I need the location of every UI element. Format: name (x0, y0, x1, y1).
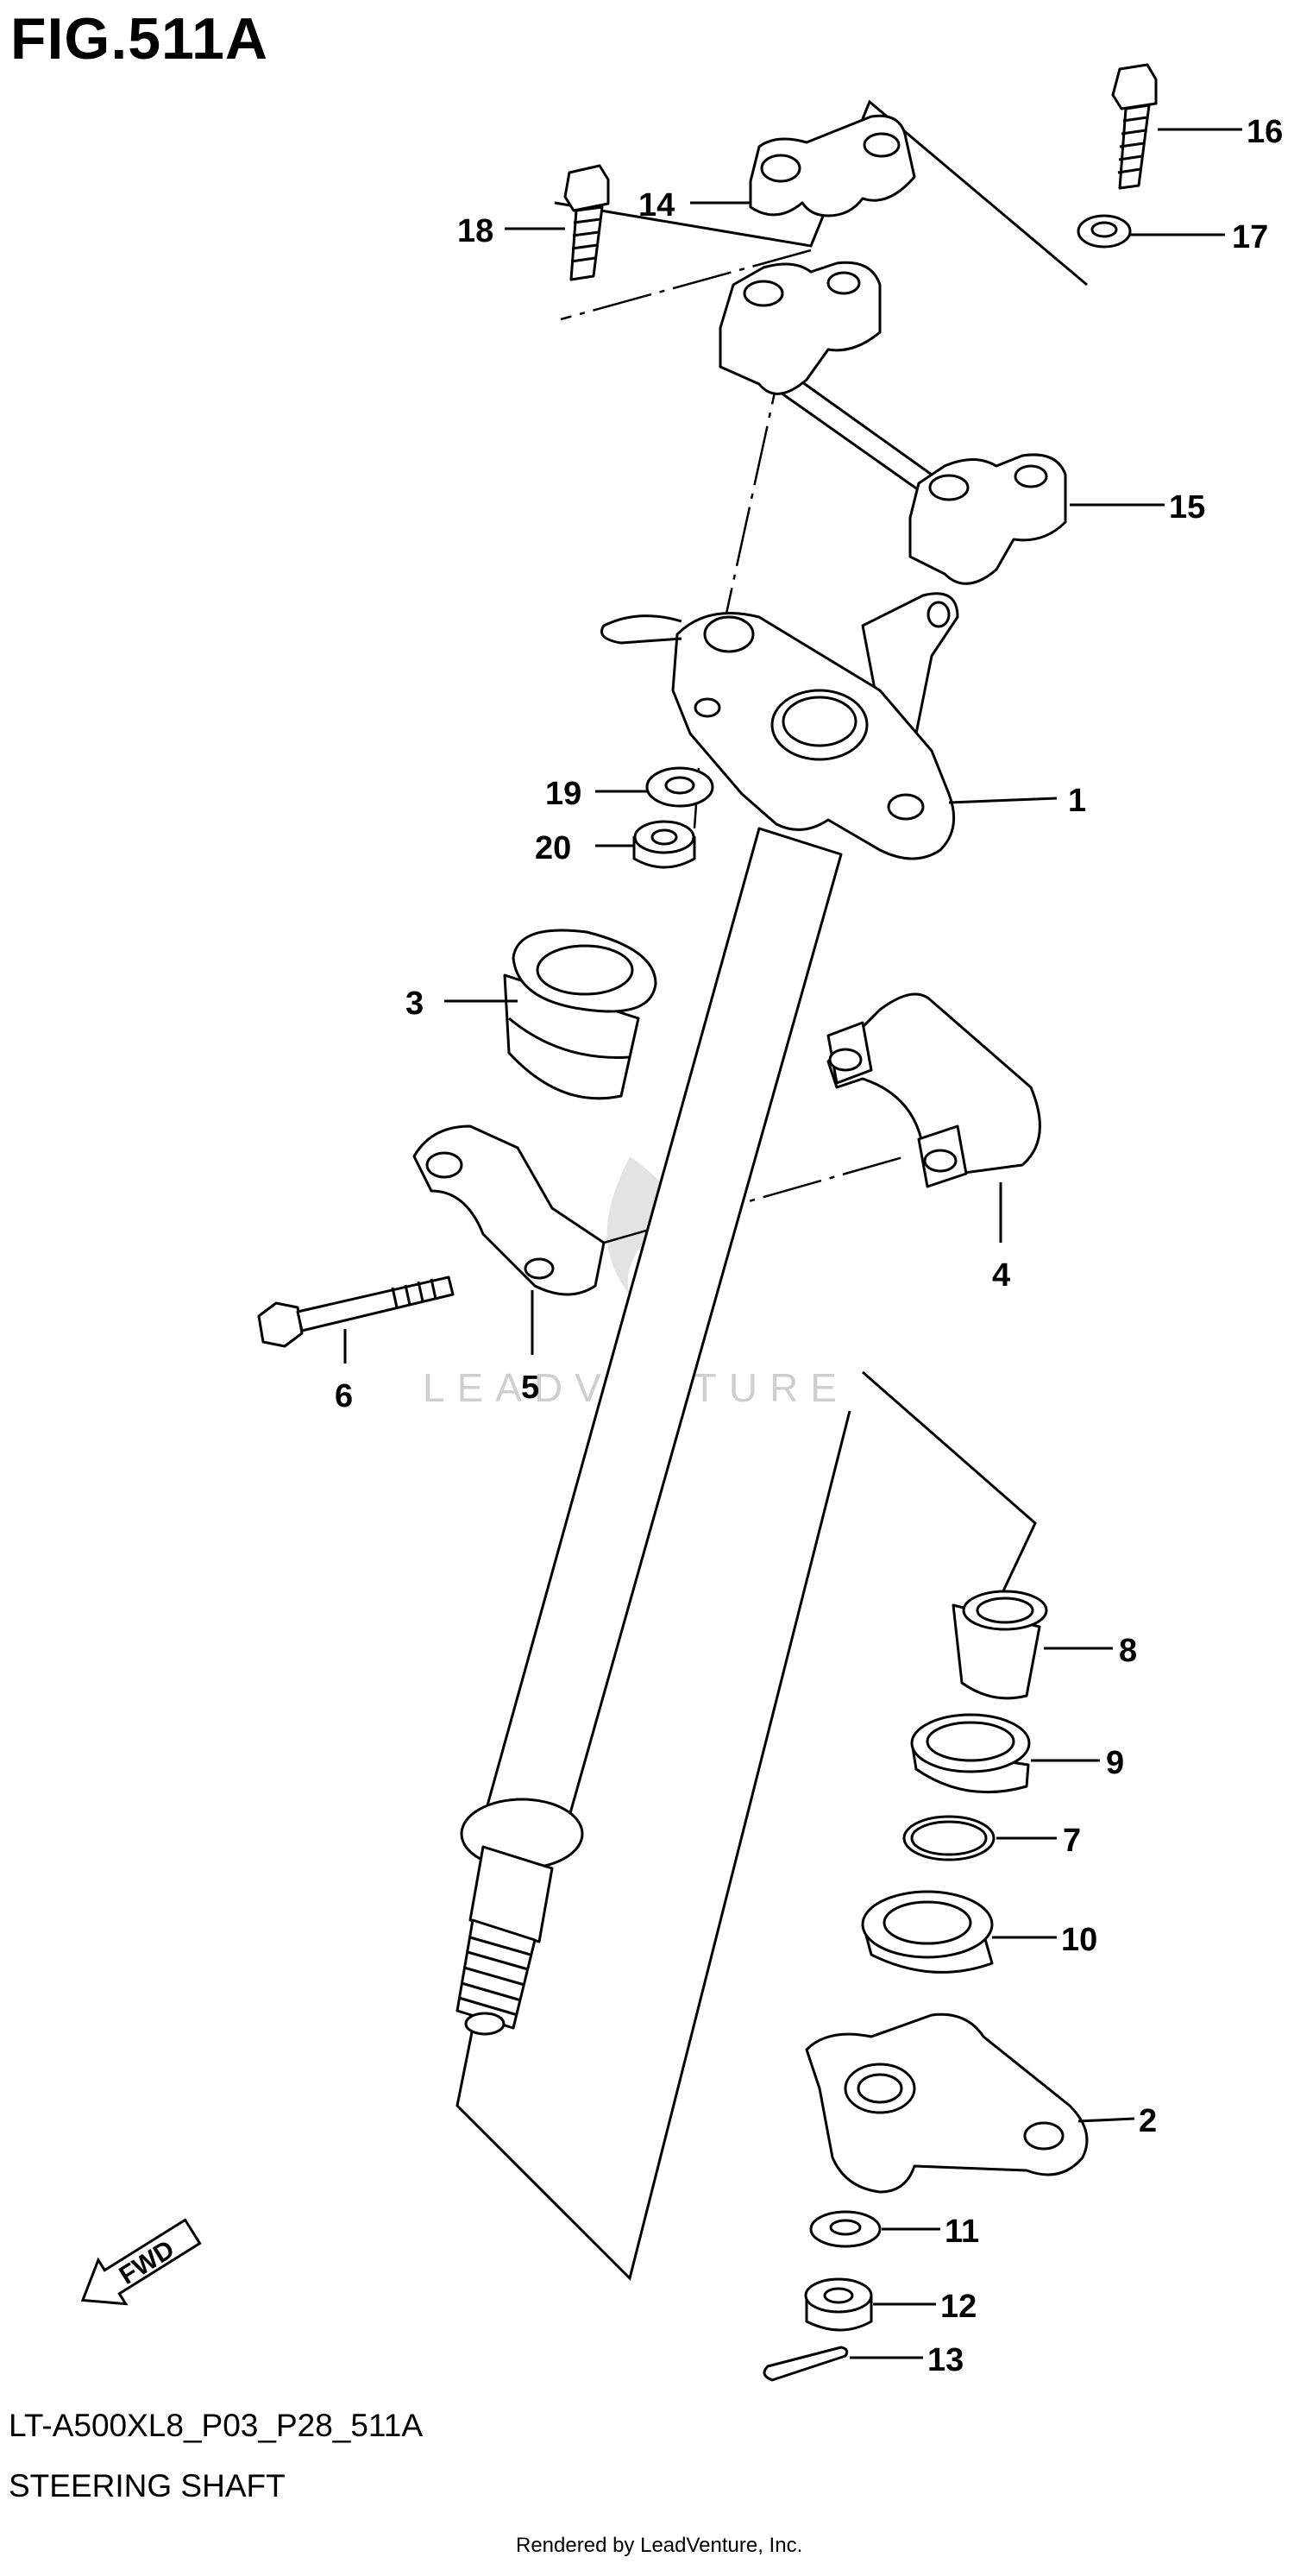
callout-11: 11 (945, 2214, 979, 2250)
callout-19: 19 (545, 776, 581, 812)
callout-1: 1 (1068, 783, 1086, 819)
callout-3: 3 (405, 986, 424, 1022)
holder-bolt (257, 1275, 455, 1348)
figure-name: STEERING SHAFT (9, 2468, 286, 2504)
cotter-pin (763, 2346, 849, 2382)
callout-13: 13 (927, 2342, 964, 2378)
callout-7: 7 (1063, 1823, 1081, 1859)
callout-20: 20 (535, 830, 571, 866)
washer-holder (645, 766, 714, 808)
callout-18: 18 (457, 213, 493, 249)
callout-15: 15 (1169, 489, 1205, 526)
clamp-bolt-front (563, 164, 610, 281)
callout-6: 6 (335, 1378, 353, 1414)
nut-lower (804, 2277, 873, 2332)
leader-lines (343, 128, 1242, 2359)
handlebar-upper-clamp (749, 114, 916, 217)
figure-title: FIG.511A (10, 6, 269, 72)
assembly-guide-lines (455, 99, 1088, 2281)
oil-seal (910, 1713, 1031, 1794)
o-ring (902, 1815, 996, 1861)
callout-4: 4 (992, 1257, 1010, 1294)
steering-shaft-holder (600, 592, 959, 860)
steering-shaft (455, 827, 843, 2036)
steering-shaft-lower-arm (805, 2012, 1089, 2194)
figure-code: LT-A500XL8_P03_P28_511A (9, 2408, 424, 2443)
steering-shaft-holder-lower (826, 992, 1041, 1188)
callout-16: 16 (1247, 114, 1283, 150)
clamp-bolt-top (1111, 63, 1158, 190)
callout-14: 14 (638, 187, 675, 224)
callout-17: 17 (1232, 219, 1268, 255)
handlebar-lower-clamp (719, 261, 1067, 585)
washer-lower (809, 2210, 882, 2248)
render-credit: Rendered by LeadVenture, Inc. (516, 2534, 803, 2557)
callout-9: 9 (1106, 1745, 1124, 1781)
lower-bushing (952, 1590, 1048, 1700)
steering-shaft-holder-upper (412, 1124, 606, 1296)
steering-shaft-bushing (503, 929, 657, 1100)
callout-12: 12 (940, 2289, 977, 2325)
lock-washer-icon (1077, 214, 1132, 249)
dust-seal (861, 1890, 994, 1974)
callout-5: 5 (521, 1370, 539, 1406)
callout-8: 8 (1119, 1633, 1137, 1669)
callout-2: 2 (1139, 2103, 1157, 2139)
callout-10: 10 (1061, 1922, 1097, 1958)
nut-holder (632, 820, 696, 869)
forward-direction-badge: FWD (80, 2218, 202, 2306)
callout-labels: 1 2 3 4 5 6 7 8 9 10 11 12 13 14 15 16 1… (335, 114, 1283, 2378)
